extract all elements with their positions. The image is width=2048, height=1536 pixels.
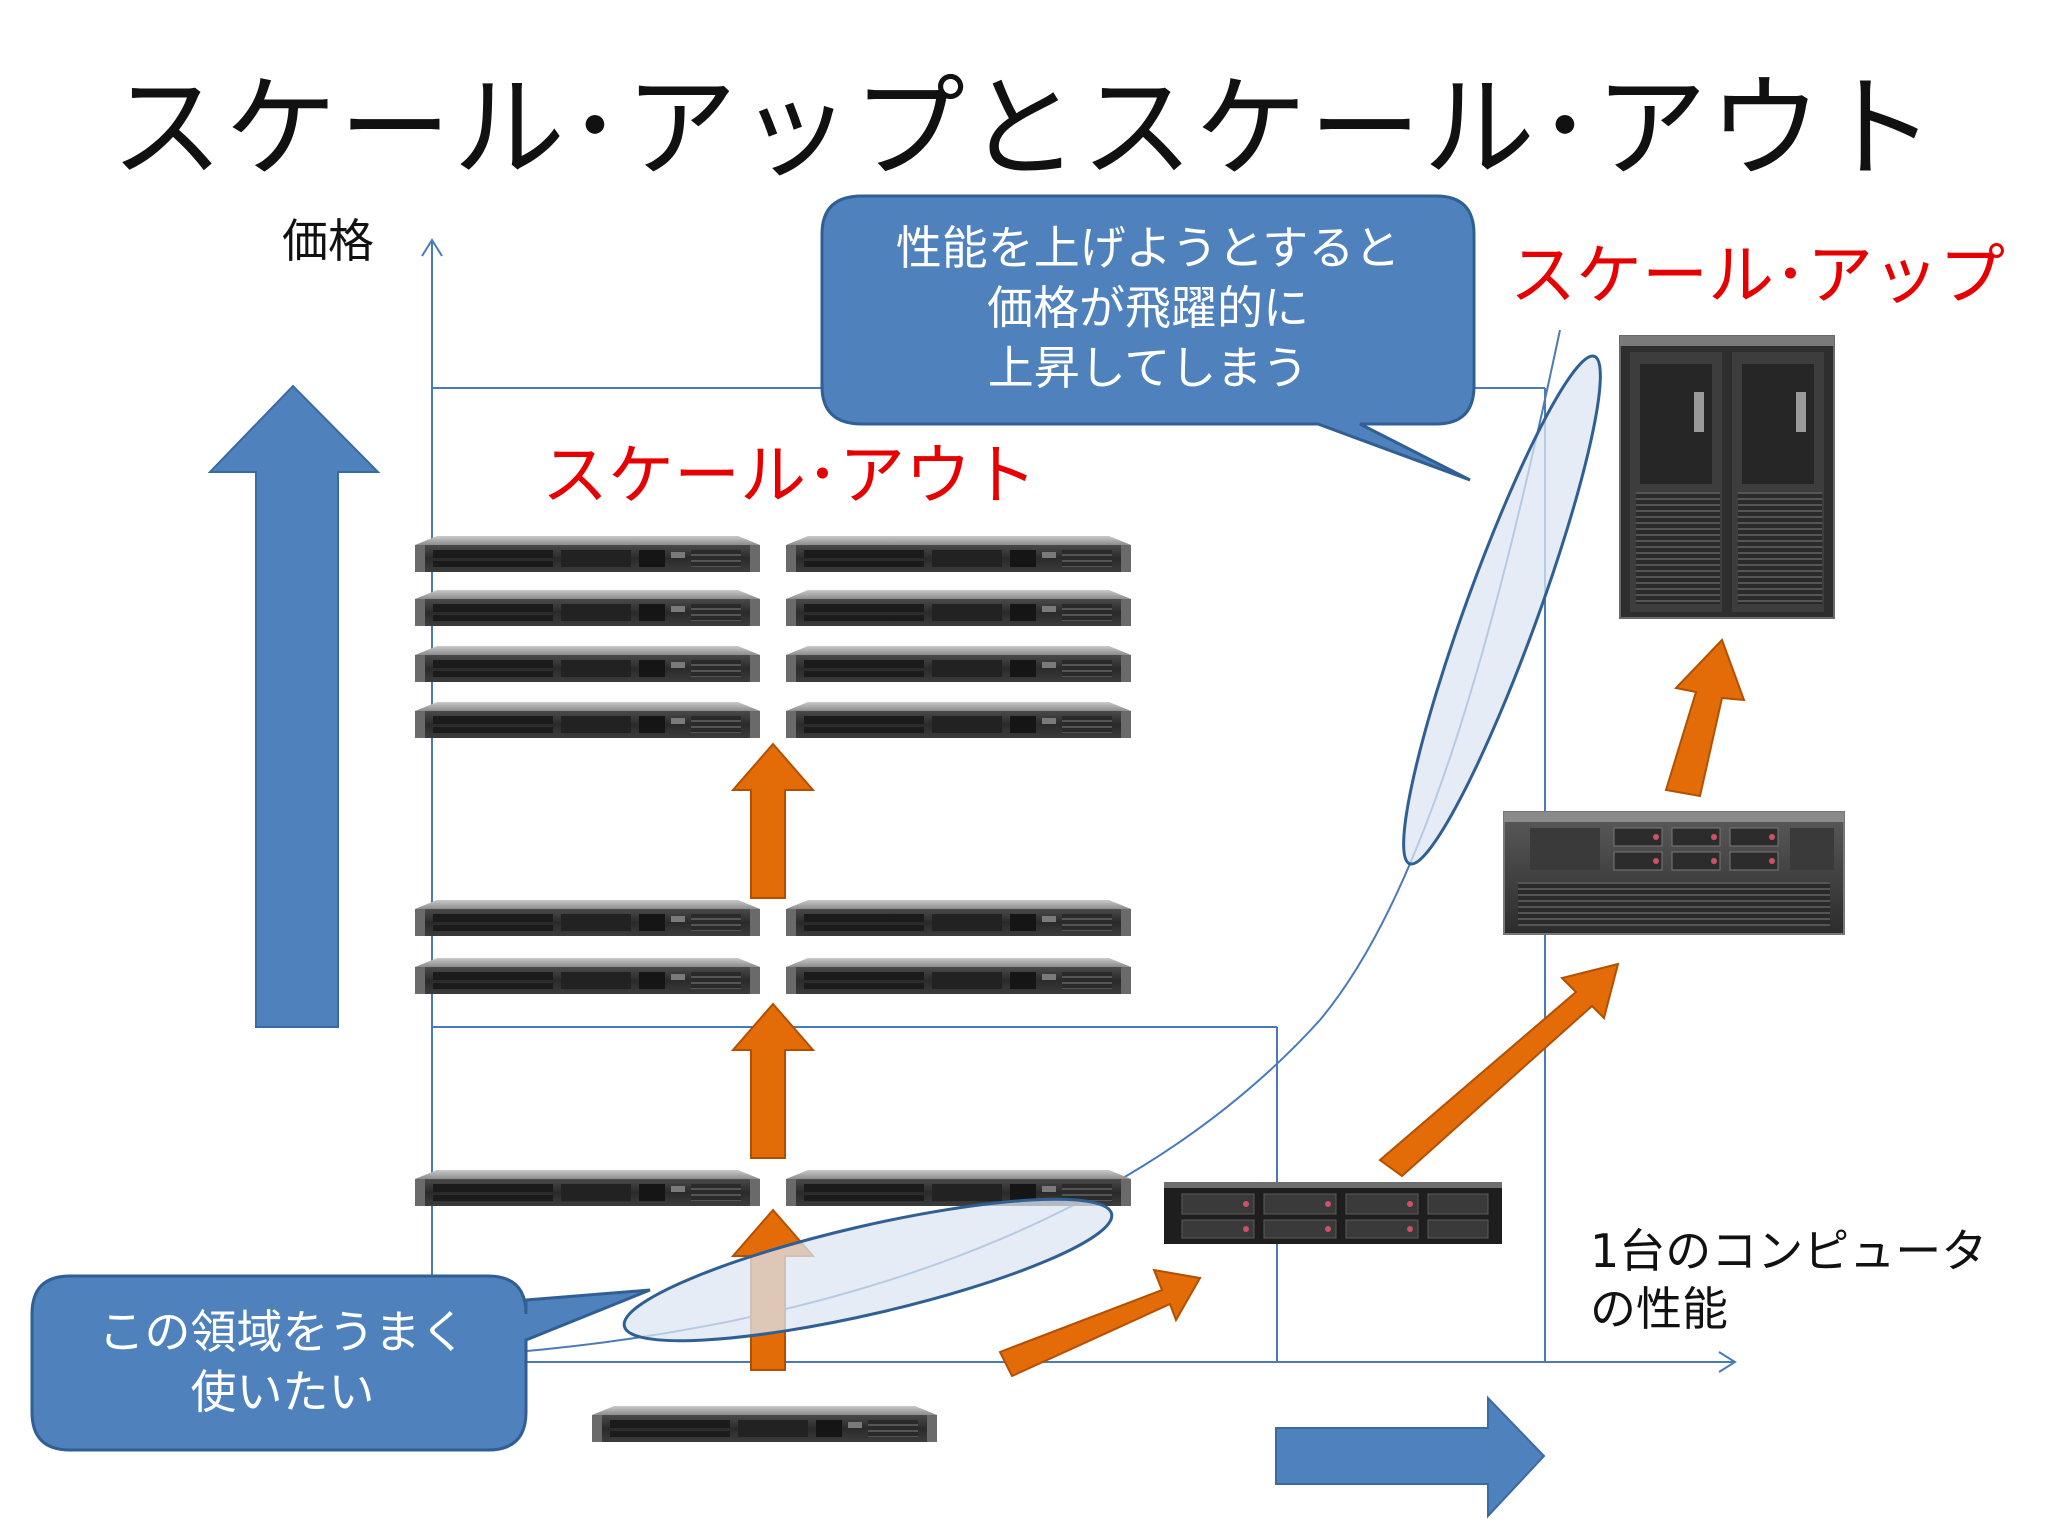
server-tower-icon (1619, 335, 1835, 619)
x-axis-label-line-1: 1台のコンピュータ (1590, 1224, 1988, 1278)
callout-top-text: 性能を上げようとすると 価格が飛躍的に 上昇してしまう (818, 218, 1478, 398)
y-axis-arrowhead (421, 238, 443, 257)
callout-bottom-line-1: この領域をうまく (98, 1305, 467, 1359)
orange-arrow-diag-1 (998, 1268, 1202, 1378)
steep-region-ellipse (1402, 354, 1602, 866)
callout-bottom-text: この領域をうまく 使いたい (40, 1302, 525, 1422)
scale-out-label: スケール･アウト (542, 437, 1037, 514)
big-up-arrow (207, 384, 381, 1028)
server-1u-8e (415, 646, 760, 682)
server-1u-8f (786, 646, 1131, 682)
server-4u-icon (1503, 811, 1845, 935)
server-1u-8h (786, 702, 1131, 738)
server-2u-icon (1164, 1182, 1502, 1244)
callout-top-line-1: 性能を上げようとすると (895, 221, 1401, 275)
callout-bottom-line-2: 使いたい (190, 1365, 375, 1419)
y-axis-label: 価格 (282, 214, 374, 268)
callout-top-line-3: 上昇してしまう (987, 341, 1309, 395)
server-1u-2a (415, 1170, 760, 1206)
orange-arrow-up-2 (730, 1002, 816, 1159)
target-region-ellipse (622, 1197, 1114, 1343)
orange-arrow-diag-2 (1378, 962, 1620, 1178)
server-1u-8d (786, 590, 1131, 626)
big-right-arrow (1275, 1395, 1546, 1519)
server-1u-8g (415, 702, 760, 738)
server-1u-8a (415, 536, 760, 572)
x-axis-arrowhead (1718, 1351, 1737, 1373)
scale-up-label: スケール･アップ (1510, 237, 2005, 314)
server-1u-4a (415, 900, 760, 936)
x-axis-label-line-2: の性能 (1590, 1282, 1728, 1336)
x-axis-label: 1台のコンピュータ の性能 (1590, 1222, 2010, 1338)
server-1u-base (592, 1406, 937, 1442)
server-1u-8b (786, 536, 1131, 572)
server-1u-4d (786, 958, 1131, 994)
server-1u-4b (786, 900, 1131, 936)
server-1u-4c (415, 958, 760, 994)
callout-top-line-2: 価格が飛躍的に (987, 281, 1309, 335)
orange-arrow-diag-3 (1664, 638, 1746, 798)
callout-bottom-bubble (30, 1274, 651, 1452)
page-title: スケール･アップとスケール･アウト (111, 64, 1937, 194)
orange-arrow-up-3 (730, 742, 816, 899)
callout-top-bubble (820, 194, 1476, 482)
server-1u-8c (415, 590, 760, 626)
